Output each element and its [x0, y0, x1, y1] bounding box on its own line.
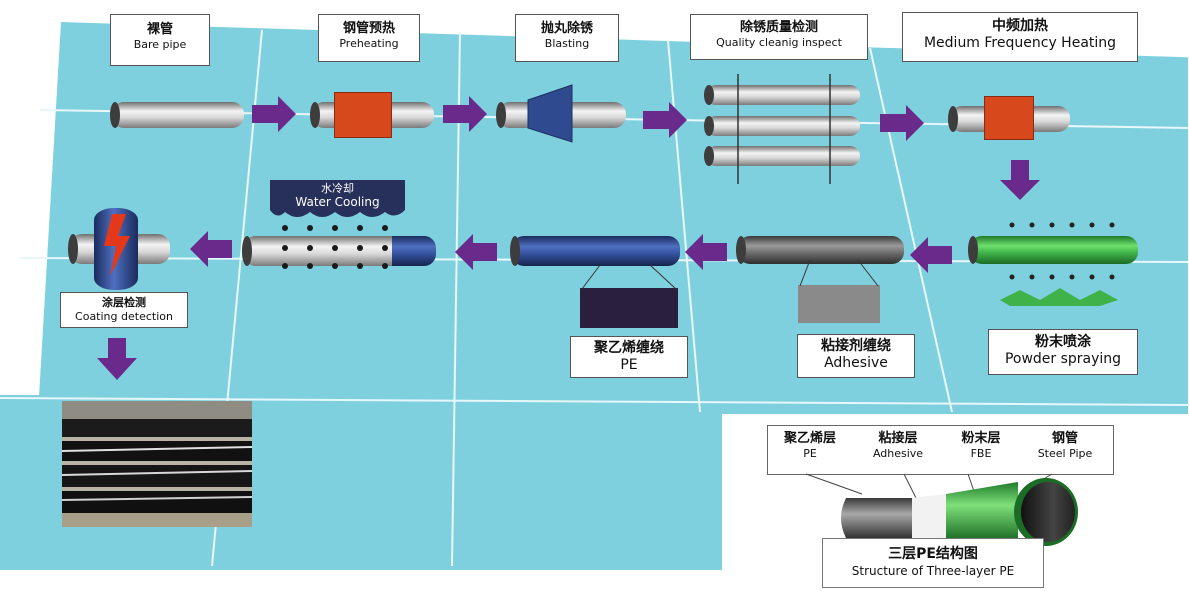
bare-pipe: [110, 102, 244, 128]
water-cooling-cn: 水冷却: [321, 182, 354, 195]
step-label-preheating: 钢管预热 Preheating: [318, 14, 420, 62]
step-label-cn: 聚乙烯缠绕: [594, 340, 664, 356]
legend-item-adhesive: 粘接层 Adhesive: [858, 431, 938, 461]
legend-cn: 粘接层: [878, 431, 918, 446]
cooling-pipe-pe: [392, 236, 436, 266]
legend-cn: 粉末层: [961, 431, 1001, 446]
inspect-pipe-2: [704, 116, 860, 136]
finished-pipes-image: [62, 401, 252, 527]
step-label-cn: 中频加热: [992, 18, 1048, 34]
water-cooling-en: Water Cooling: [295, 195, 380, 209]
legend-cn: 钢管: [1051, 431, 1078, 446]
step-label-en: Powder spraying: [1004, 351, 1122, 367]
step-label-heating: 中频加热 Medium Frequency Heating: [902, 12, 1138, 62]
step-label-cn: 抛丸除锈: [540, 21, 593, 36]
structure-title-en: Structure of Three-layer PE: [851, 564, 1015, 578]
step-label-cn: 钢管预热: [342, 21, 395, 36]
step-label-en: Adhesive: [824, 355, 888, 371]
step-label-cn: 涂层检测: [102, 296, 146, 309]
step-label-en: PE: [620, 357, 638, 373]
heating-coil: [984, 96, 1034, 140]
adhesive-wrap: [798, 285, 880, 323]
step-label-en: Preheating: [339, 37, 399, 50]
arrow-down-icon: [97, 338, 137, 380]
step-label-blasting: 抛丸除锈 Blasting: [515, 14, 619, 62]
step-label-adhesive: 粘接剂缠绕 Adhesive: [797, 334, 915, 378]
legend-item-fbe: 粉末层 FBE: [946, 431, 1016, 461]
arrow-down-icon: [1000, 160, 1040, 200]
arrow-left-icon: [910, 237, 952, 273]
legend-item-steel: 钢管 Steel Pipe: [1022, 431, 1108, 461]
step-label-en: Quality cleanig inspect: [716, 36, 842, 49]
step-label-en: Blasting: [544, 37, 590, 50]
step-label-bare-pipe: 裸管 Bare pipe: [110, 14, 210, 66]
arrow-right-icon: [252, 96, 296, 132]
pe-pipe: [510, 236, 680, 266]
step-label-cn: 除锈质量检测: [739, 20, 818, 35]
arrow-right-icon: [880, 105, 924, 141]
arrow-left-icon: [455, 234, 497, 270]
powder-pipe: [968, 236, 1138, 264]
structure-title: 三层PE结构图 Structure of Three-layer PE: [822, 538, 1044, 588]
legend-en: PE: [803, 447, 817, 460]
adhesive-pipe: [736, 236, 904, 264]
finished-pipes-photo: [62, 401, 252, 527]
legend-en: Steel Pipe: [1037, 447, 1093, 460]
water-cooling-label: 水冷却 Water Cooling: [270, 182, 405, 209]
arrow-right-icon: [643, 102, 687, 138]
preheat-coil: [334, 92, 392, 138]
arrow-left-icon: [685, 234, 727, 270]
structure-title-cn: 三层PE结构图: [888, 546, 978, 562]
inspect-pipe-3: [704, 146, 860, 166]
arrow-left-icon: [190, 231, 232, 267]
legend-cn: 聚乙烯层: [783, 431, 836, 446]
step-label-en: Bare pipe: [133, 38, 187, 51]
step-label-cn: 粘接剂缠绕: [821, 338, 891, 354]
inspect-pipe-1: [704, 85, 860, 105]
step-label-pe: 聚乙烯缠绕 PE: [570, 336, 688, 378]
legend-en: Adhesive: [872, 447, 924, 460]
step-label-powder: 粉末喷涂 Powder spraying: [988, 329, 1138, 375]
step-label-en: Medium Frequency Heating: [923, 35, 1117, 51]
step-label-detection: 涂层检测 Coating detection: [60, 292, 188, 328]
step-label-en: Coating detection: [75, 310, 173, 323]
legend-item-pe: 聚乙烯层 PE: [774, 431, 846, 461]
structure-legend: 聚乙烯层 PE 粘接层 Adhesive 粉末层 FBE 钢管 Steel Pi…: [767, 425, 1114, 475]
step-label-cn: 裸管: [146, 22, 173, 37]
legend-en: FBE: [970, 447, 992, 460]
pe-wrap: [580, 288, 678, 328]
step-label-cn: 粉末喷涂: [1035, 334, 1091, 350]
arrow-right-icon: [443, 96, 487, 132]
step-label-quality: 除锈质量检测 Quality cleanig inspect: [690, 14, 868, 60]
